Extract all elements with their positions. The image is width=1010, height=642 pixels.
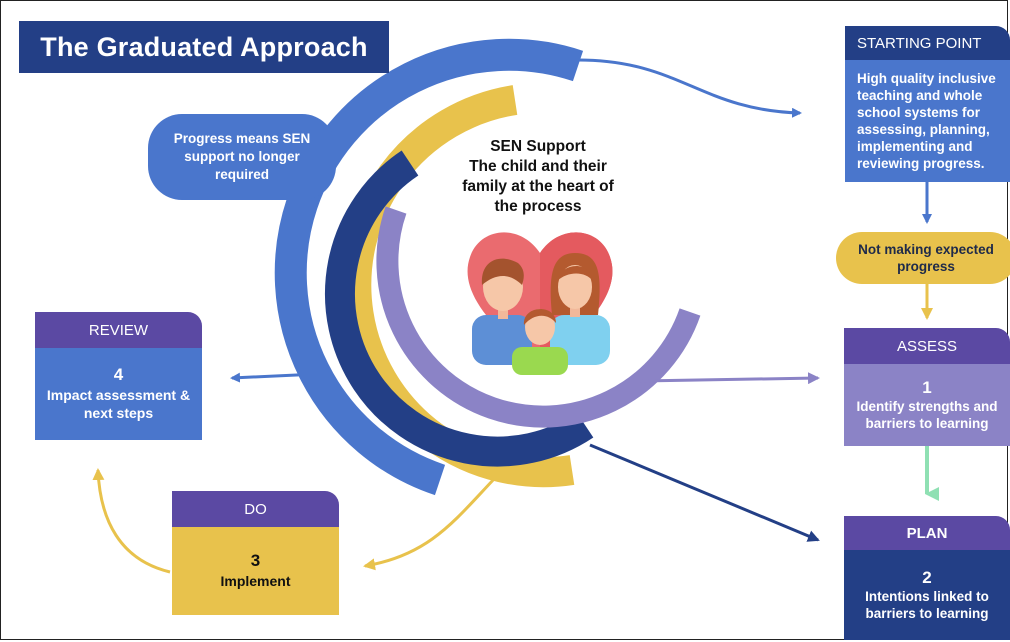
arrow-to-do (363, 476, 497, 571)
do-text: Implement (220, 573, 291, 589)
assess-header: ASSESS (844, 328, 1010, 364)
family-heart-icon (467, 232, 613, 375)
navy-arc (324, 150, 594, 467)
center-line-4: the process (494, 198, 582, 215)
arrow-to-plan (589, 443, 820, 542)
arrow-do-to-review (92, 468, 171, 574)
page-title: The Graduated Approach (19, 21, 389, 73)
review-text: Impact assessment & next steps (46, 387, 191, 421)
arrow-to-review (230, 372, 319, 383)
review-body: 4 Impact assessment & next steps (35, 348, 202, 440)
do-number: 3 (250, 551, 261, 570)
plan-text: Intentions linked to barriers to learnin… (865, 588, 989, 621)
center-line-3: family at the heart of (462, 178, 614, 195)
lavender-arc (376, 206, 701, 428)
review-box: REVIEW 4 Impact assessment & next steps (35, 312, 202, 440)
not-making-progress-pill: Not making expected progress (836, 232, 1010, 284)
do-body: 3 Implement (172, 527, 339, 615)
starting-point-box: STARTING POINT High quality inclusive te… (845, 26, 1010, 182)
plan-number: 2 (922, 567, 932, 587)
assess-text: Identify strengths and barriers to learn… (856, 398, 998, 431)
review-number: 4 (113, 365, 124, 384)
arrow-to-starting-point (577, 58, 802, 118)
plan-header: PLAN (844, 516, 1010, 550)
do-box: DO 3 Implement (172, 491, 339, 615)
starting-point-header: STARTING POINT (845, 26, 1010, 60)
plan-body: 2 Intentions linked to barriers to learn… (844, 550, 1010, 640)
center-label: SEN Support The child and their family a… (448, 137, 628, 217)
outer-blue-arc (274, 38, 584, 496)
assess-body: 1 Identify strengths and barriers to lea… (844, 364, 1010, 446)
review-header: REVIEW (35, 312, 202, 348)
center-line-2: The child and their (469, 158, 607, 175)
assess-box: ASSESS 1 Identify strengths and barriers… (844, 328, 1010, 446)
assess-number: 1 (922, 377, 932, 397)
center-line-1: SEN Support (490, 138, 586, 155)
do-header: DO (172, 491, 339, 527)
plan-box: PLAN 2 Intentions linked to barriers to … (844, 516, 1010, 640)
starting-point-body: High quality inclusive teaching and whol… (845, 60, 1010, 182)
arrow-to-assess (639, 372, 820, 385)
progress-note: Progress means SEN support no longer req… (148, 114, 336, 200)
